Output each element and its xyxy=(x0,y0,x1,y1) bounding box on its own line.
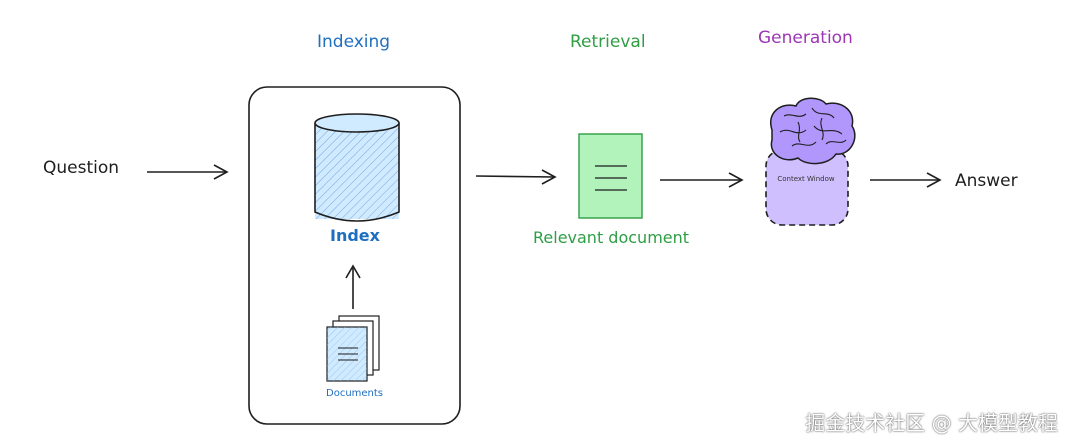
indexing-container xyxy=(248,86,461,425)
context-window-label: Context Window xyxy=(777,175,835,183)
stage-title-retrieval: Retrieval xyxy=(570,32,646,52)
arrow-documents-to-index xyxy=(345,264,361,309)
arrow-generation-to-answer xyxy=(870,172,942,188)
database-cylinder-icon xyxy=(314,113,400,222)
arrow-indexing-to-retrieval xyxy=(475,169,557,185)
index-label: Index xyxy=(330,226,380,245)
document-stack-icon xyxy=(326,315,380,382)
answer-label: Answer xyxy=(955,171,1018,191)
arrow-question-to-indexing xyxy=(147,164,229,180)
document-icon xyxy=(578,133,643,219)
brain-icon xyxy=(769,97,856,165)
question-label: Question xyxy=(43,158,120,178)
stage-title-generation: Generation xyxy=(758,28,853,48)
relevant-document-label: Relevant document xyxy=(533,228,690,247)
arrow-retrieval-to-generation xyxy=(660,172,744,188)
watermark: 掘金技术社区 @ 大模型教程 xyxy=(805,411,1058,435)
documents-label: Documents xyxy=(326,388,384,399)
stage-title-indexing: Indexing xyxy=(317,32,391,52)
